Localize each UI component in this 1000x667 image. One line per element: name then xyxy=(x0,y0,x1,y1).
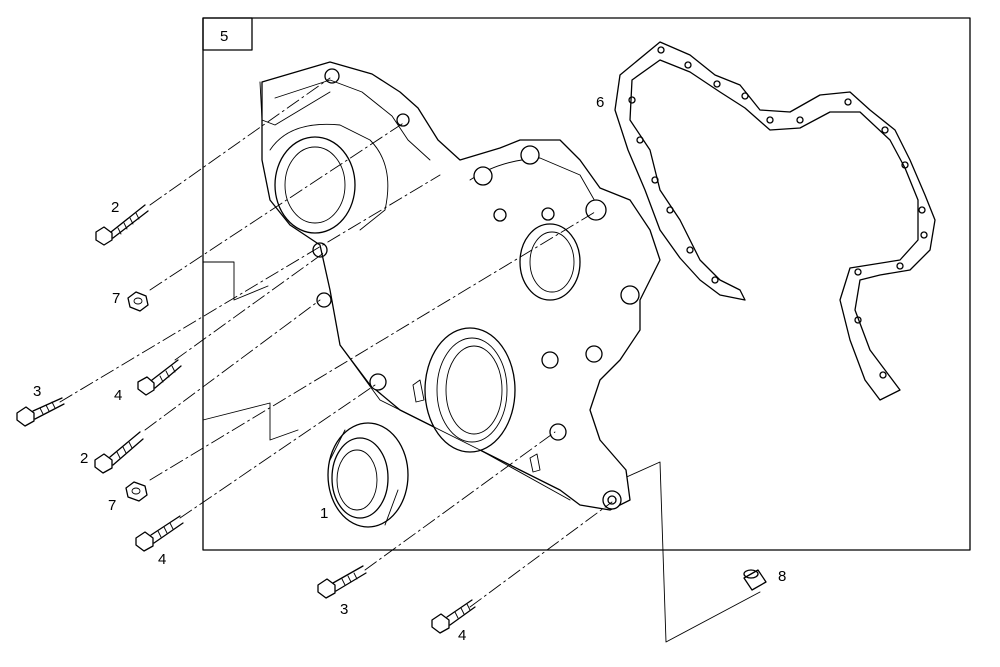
bolt-3-upper xyxy=(16,397,65,427)
gasket xyxy=(614,41,936,401)
frame-label: 5 xyxy=(220,28,228,45)
callout-6: 6 xyxy=(596,94,604,111)
nut-7-lower xyxy=(125,481,148,502)
callout-4-lower: 4 xyxy=(458,627,466,644)
frame-label-box xyxy=(202,17,253,51)
break-line-lower xyxy=(202,402,299,441)
callout-1: 1 xyxy=(320,505,328,522)
callouts: 1 2 2 3 3 4 4 4 6 7 7 8 xyxy=(33,94,786,644)
callout-8: 8 xyxy=(778,568,786,585)
callout-3-upper: 3 xyxy=(33,383,41,400)
oil-seal xyxy=(327,422,409,528)
bolt-2-lower xyxy=(94,431,144,474)
bolt-4-middle xyxy=(135,515,184,552)
assembly-frame: 5 xyxy=(202,17,971,551)
bolt-4-upper xyxy=(137,359,182,396)
break-line-upper xyxy=(202,261,269,301)
callout-4-upper: 4 xyxy=(114,387,122,404)
nut-7-upper xyxy=(127,291,149,312)
assembly-lines xyxy=(59,77,613,608)
callout-7-upper: 7 xyxy=(112,290,120,307)
bolt-2-upper xyxy=(95,204,149,246)
callout-7-lower: 7 xyxy=(108,497,116,514)
timing-cover xyxy=(259,61,661,511)
callout-2-lower: 2 xyxy=(80,450,88,467)
bolt-3-lower xyxy=(317,565,367,599)
dowel-pin-8 xyxy=(743,569,767,591)
callout-2-upper: 2 xyxy=(111,199,119,216)
callout-4-middle: 4 xyxy=(158,551,166,568)
leader-part-8 xyxy=(619,461,761,643)
bolt-4-lower xyxy=(431,599,476,634)
callout-3-lower: 3 xyxy=(340,601,348,618)
